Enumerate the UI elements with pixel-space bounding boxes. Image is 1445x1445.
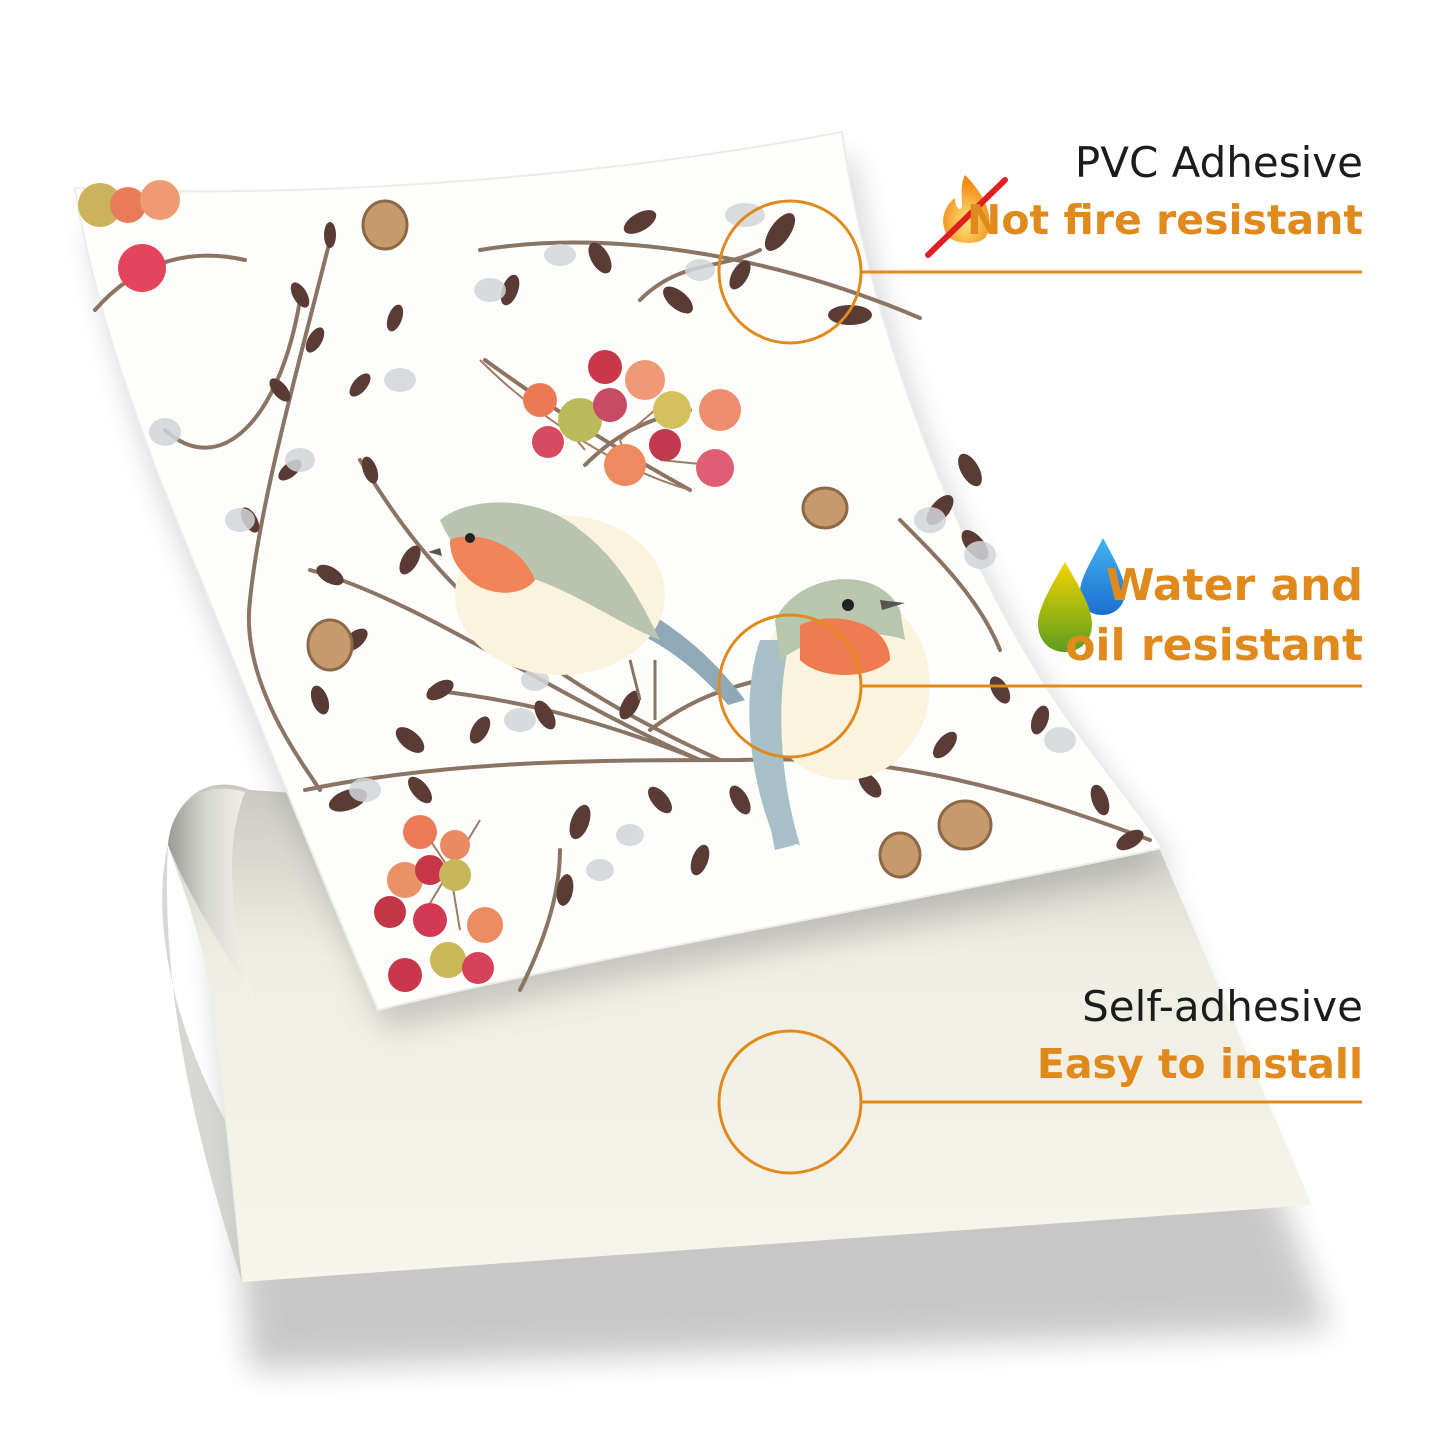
oil-resistant-label: oil resistant (1065, 620, 1363, 671)
berries (78, 180, 741, 992)
no-fire-icon (925, 175, 1008, 258)
self-adhesive-title: Self-adhesive (1082, 982, 1363, 1031)
robin-birds (428, 502, 930, 850)
decorative-sheet (73, 130, 1164, 1012)
water-and-label: Water and (1105, 560, 1363, 611)
easy-to-install-label: Easy to install (1036, 1040, 1363, 1088)
water-oil-drops-icon (1038, 538, 1125, 652)
callout-water-oil (717, 613, 1362, 759)
not-fire-resistant-label: Not fire resistant (967, 196, 1363, 244)
pine-cones (306, 199, 993, 879)
callout-self-adhesive (717, 1029, 1362, 1175)
callout-pvc (717, 199, 1362, 345)
pvc-adhesive-title: PVC Adhesive (1074, 138, 1363, 187)
